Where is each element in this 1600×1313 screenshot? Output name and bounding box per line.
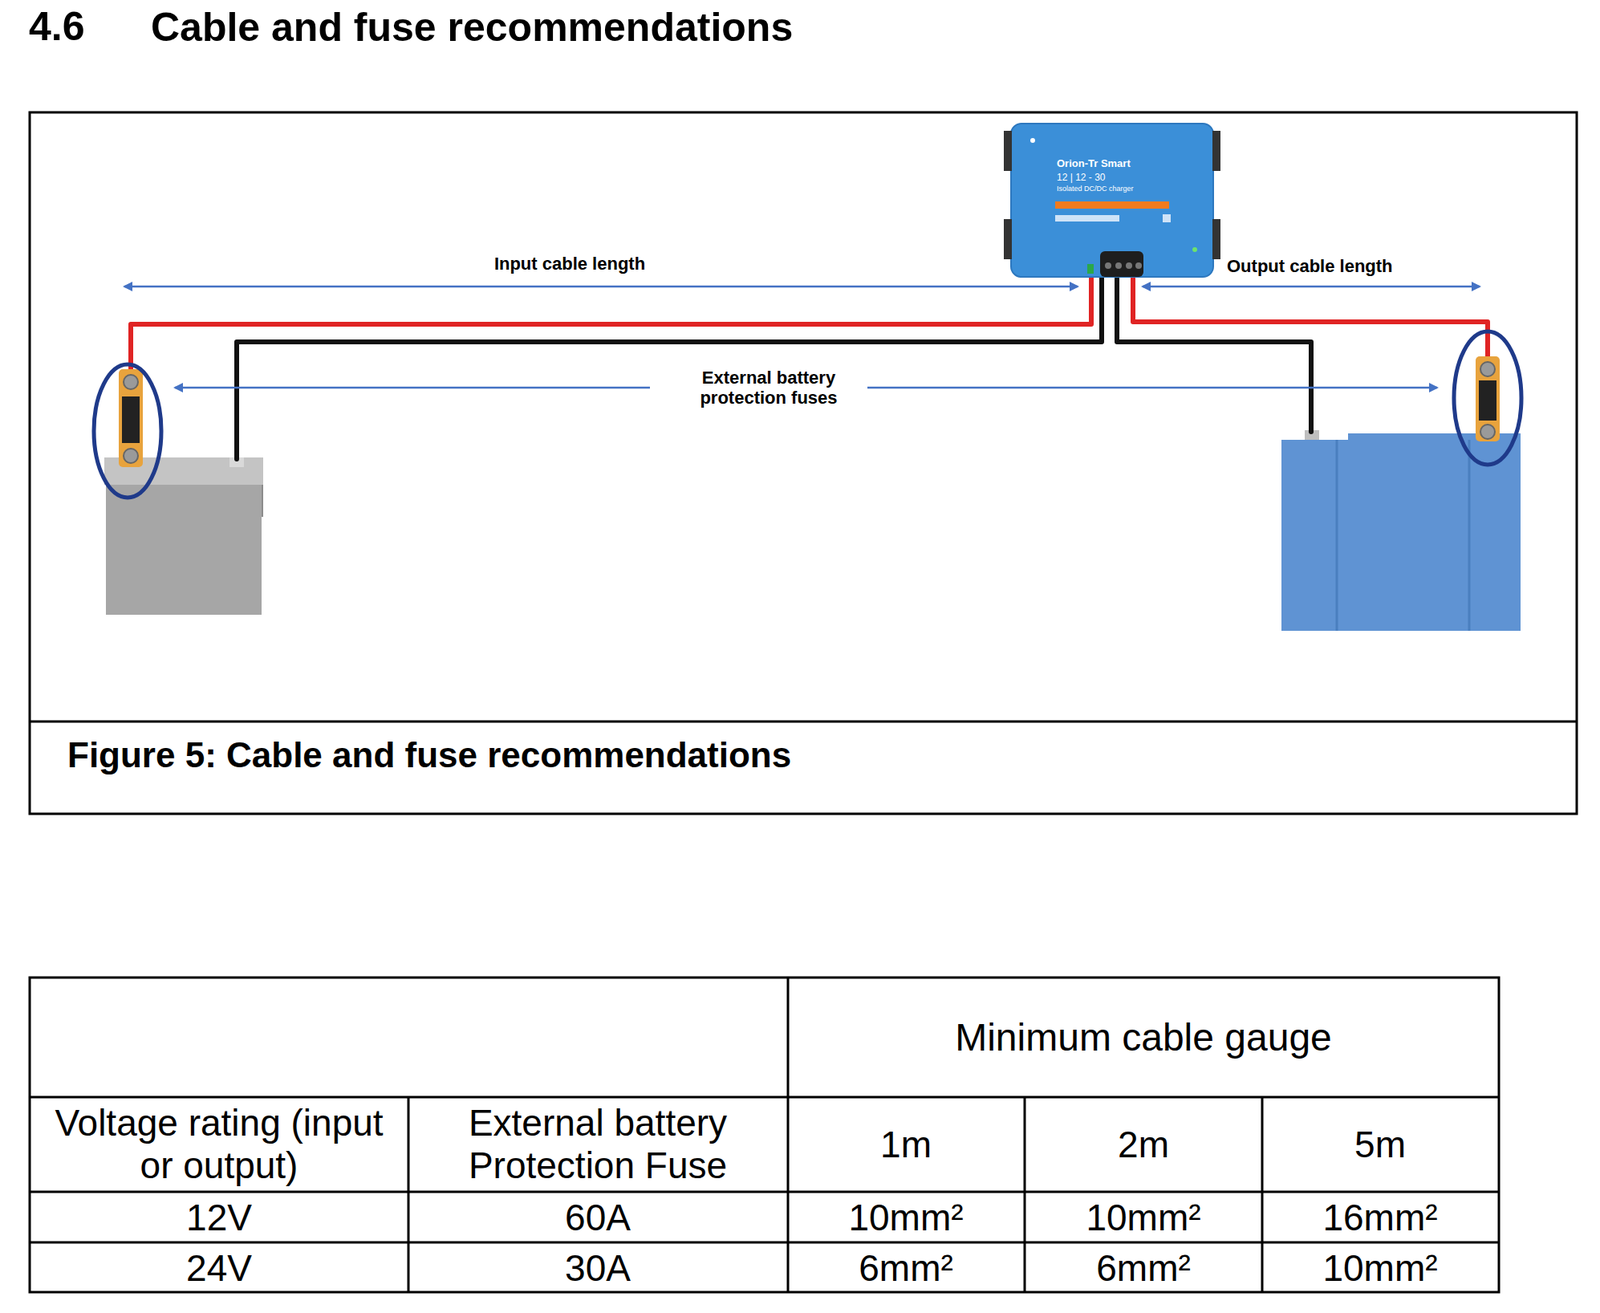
start-battery bbox=[104, 457, 264, 615]
table-cell: 6mm² bbox=[1096, 1246, 1191, 1290]
table-cell: 6mm² bbox=[858, 1246, 954, 1290]
charger-details bbox=[1010, 122, 1215, 278]
table-cell: 60A bbox=[564, 1196, 631, 1239]
section-title: Cable and fuse recommendations bbox=[150, 4, 793, 51]
table-header: 2m bbox=[1117, 1123, 1170, 1166]
table-header: External battery Protection Fuse bbox=[417, 1101, 779, 1187]
table-cell: 30A bbox=[564, 1246, 631, 1290]
device-label: Isolated DC/DC charger bbox=[1056, 183, 1197, 194]
dc-dc-charger: Orion-Tr Smart12 | 12 - 30Isolated DC/DC… bbox=[1010, 122, 1215, 278]
callout-label: External battery protection fuses bbox=[676, 367, 861, 409]
table-cell: 12V bbox=[186, 1196, 252, 1239]
figure-caption: Figure 5: Cable and fuse recommendations bbox=[67, 735, 792, 776]
device-label: Orion-Tr Smart bbox=[1056, 156, 1197, 171]
caption-divider bbox=[29, 720, 1577, 723]
table-cell: 10mm² bbox=[1085, 1196, 1201, 1239]
right-fuse bbox=[1453, 331, 1522, 465]
table-cell: 16mm² bbox=[1322, 1196, 1438, 1239]
device-label: 12 | 12 - 30 bbox=[1056, 170, 1197, 184]
table-cell: 24V bbox=[186, 1246, 252, 1290]
table-cell: 10mm² bbox=[848, 1196, 963, 1239]
table-header: 5m bbox=[1354, 1123, 1406, 1166]
dimension-label: Output cable length bbox=[1226, 255, 1393, 277]
figure-frame bbox=[29, 112, 1577, 814]
table-header: Minimum cable gauge bbox=[954, 1015, 1332, 1060]
section-number: 4.6 bbox=[28, 4, 86, 51]
table-grid bbox=[29, 977, 1499, 1292]
table-header: 1m bbox=[880, 1123, 932, 1166]
table-cell: 10mm² bbox=[1322, 1246, 1438, 1290]
dimension-label: Input cable length bbox=[494, 253, 646, 274]
left-fuse bbox=[93, 364, 162, 498]
cables bbox=[130, 276, 1488, 459]
table-header: Voltage rating (input or output) bbox=[38, 1101, 400, 1187]
service-battery bbox=[1281, 430, 1521, 631]
